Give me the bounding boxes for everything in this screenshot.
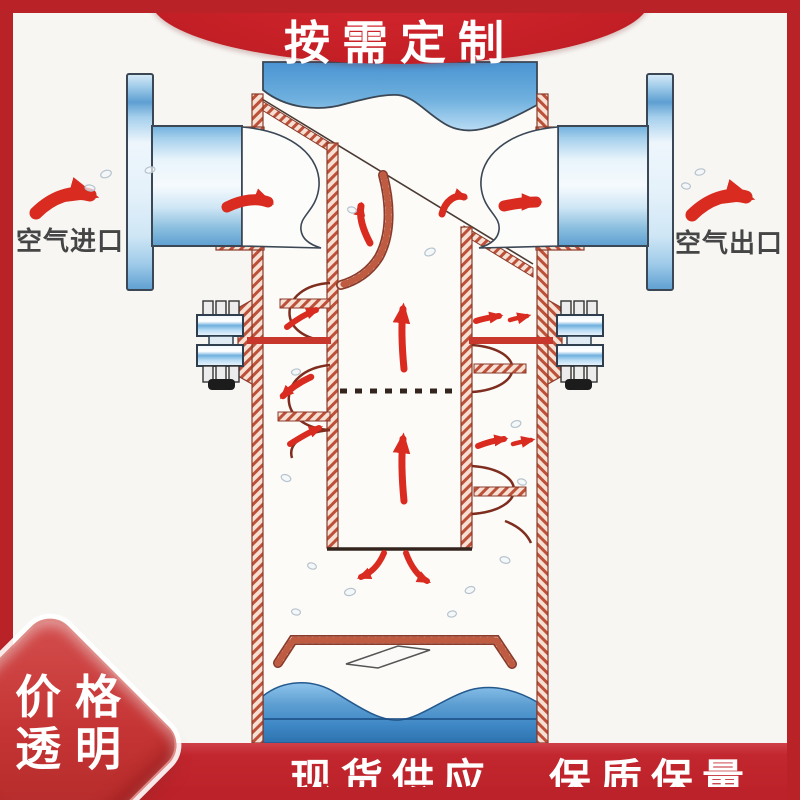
air-in-arrow-icon: [29, 177, 100, 220]
price-badge-line2: 透明: [15, 723, 135, 775]
spiral-fins-right: [471, 343, 533, 544]
price-badge-line1: 价格: [15, 671, 135, 723]
flow-arrows: [29, 177, 756, 584]
vessel-top-dome: [262, 61, 538, 132]
water-pool: [262, 682, 538, 744]
fin-left-solid: [247, 337, 331, 344]
outlet-flow-arrow-icon: [498, 193, 543, 212]
frame-border-bottom: [0, 787, 800, 800]
drain-plate: [345, 645, 431, 669]
inlet-scroll-baffle: [336, 170, 394, 290]
frame-border-left: [0, 0, 13, 800]
droplets: [84, 166, 706, 618]
bottom-baffle: [273, 635, 517, 669]
inner-tube: [326, 142, 473, 551]
riser-up-arrow-icon: [392, 302, 411, 373]
fin-right-solid: [469, 337, 553, 344]
frame-border-right: [787, 0, 800, 800]
price-badge-text: 价格 透明: [15, 671, 155, 775]
air-outlet-label: 空气出口: [675, 228, 784, 258]
custom-banner-text: 按需定制: [284, 17, 516, 69]
inlet-flow-arrow-icon: [221, 188, 275, 213]
air-out-arrow-icon: [685, 179, 756, 222]
riser-up-arrow-icon: [392, 432, 411, 505]
frame-border-top: [0, 0, 800, 13]
air-inlet-label: 空气进口: [16, 226, 125, 256]
